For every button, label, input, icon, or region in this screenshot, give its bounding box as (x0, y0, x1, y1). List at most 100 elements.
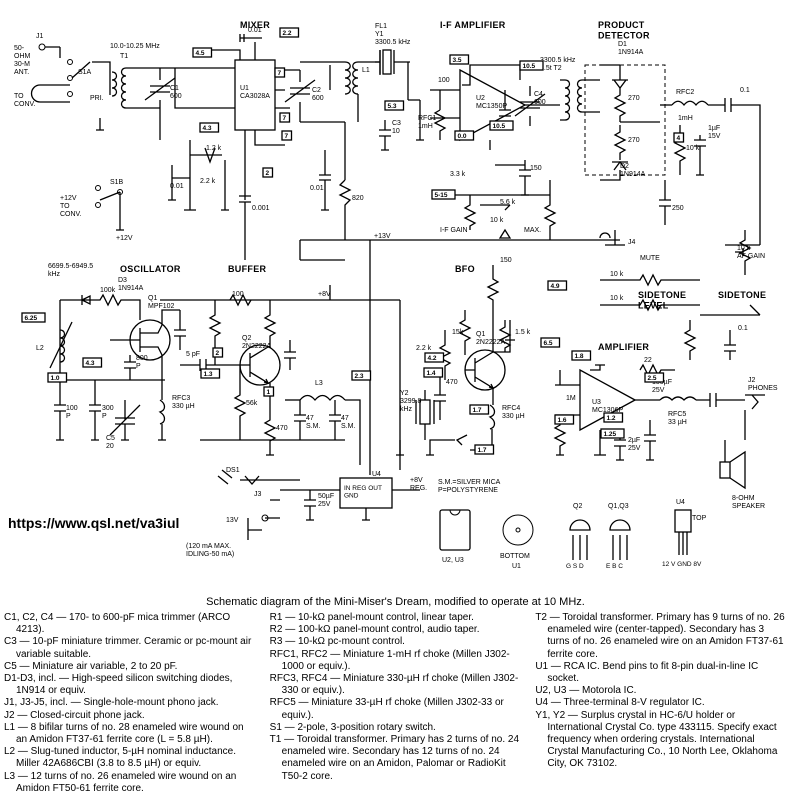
s1b-label: S1B (110, 179, 124, 186)
value-5p: 5 pF (186, 351, 200, 358)
value-10k-sidetone-b: 10 k (610, 295, 624, 302)
parts-list-item: L2 — Slug-tuned inductor, 5-µH nominal i… (4, 746, 237, 770)
svg-text:10.5: 10.5 (523, 63, 536, 70)
sidetone-label: SIDETONE (718, 290, 766, 300)
parts-list-item: D1-D3, incl. — High-speed silicon switch… (4, 673, 233, 697)
test-point: 6.5 (540, 337, 561, 348)
svg-text:2.5: 2.5 (648, 375, 657, 382)
plus12-label: +12V (116, 235, 133, 242)
svg-text:7: 7 (285, 133, 289, 140)
parts-list-item: L1 — 8 bifilar turns of no. 28 enameled … (4, 721, 244, 746)
test-point: 1.8 (571, 350, 592, 361)
value-0-1-audio: 0.1 (740, 87, 750, 94)
test-point: 2 (212, 347, 224, 358)
u2u3-pkg-label: U2, U3 (442, 557, 464, 564)
value-5-6k: 5.6 k (500, 199, 516, 206)
test-point: 4.3 (82, 357, 103, 368)
test-point: 3.5 (449, 54, 470, 65)
svg-text:5-15: 5-15 (435, 192, 448, 199)
test-point-labels: 4.52.27774.325.310.510.53.50.05-156.251.… (21, 27, 685, 455)
svg-text:3.5: 3.5 (453, 57, 462, 64)
test-point: 6.25 (21, 312, 46, 323)
amplifier-label: AMPLIFIER (598, 342, 649, 352)
parts-list-item: R1 — 10-kΩ panel-mount control, linear t… (269, 612, 474, 623)
value-270-top: 270 (628, 95, 640, 102)
value-3-3k: 3.3 k (450, 171, 466, 178)
svg-text:1.25: 1.25 (604, 431, 617, 438)
value-250: 250 (672, 205, 684, 212)
reg-pins-label: 12 V GND 8V (662, 561, 702, 568)
test-point: 5-15 (431, 189, 456, 200)
test-point: 4.9 (547, 280, 568, 291)
parts-list-item: J1, J3-J5, incl. — Single-hole-mount pho… (4, 697, 219, 709)
source-url[interactable]: https://www.qsl.net/va3iul (8, 515, 179, 531)
svg-text:4.2: 4.2 (428, 355, 437, 362)
parts-list-item: C1, C2, C4 — 170- to 600-pF mica trimmer… (4, 612, 231, 636)
top-label: TOP (692, 515, 707, 522)
svg-text:7: 7 (283, 115, 287, 122)
value-1mh: 1mH (678, 115, 693, 122)
value-0-001: 0.001 (252, 205, 270, 212)
test-point: 1.4 (423, 367, 444, 378)
oscillator-label: OSCILLATOR (120, 264, 181, 274)
value-2-2k: 2.2 k (200, 178, 216, 185)
u1-pkg-label: U1 (512, 563, 521, 570)
value-1-2k: 1.2 k (206, 145, 222, 152)
test-point: 1.3 (200, 368, 221, 379)
rfc2-label: RFC2 (676, 89, 694, 96)
value-470-buffer: 470 (276, 425, 288, 432)
svg-text:6.5: 6.5 (544, 340, 553, 347)
value-10k-ifgain: 10 k (490, 217, 504, 224)
test-point: 1 (263, 386, 275, 397)
value-0-01-mixer: 0.01 (248, 27, 262, 34)
parts-list-item: RFC3, RFC4 — Miniature 330-µH rf choke (… (269, 673, 519, 697)
test-point: 2.3 (351, 370, 372, 381)
svg-text:4: 4 (677, 135, 681, 142)
parts-list: C1, C2, C4 — 170- to 600-pF mica trimmer… (4, 612, 787, 800)
test-point: 4.3 (199, 122, 220, 133)
svg-text:1: 1 (267, 389, 271, 396)
svg-text:2.2: 2.2 (283, 30, 292, 37)
test-point: 2 (262, 167, 274, 178)
svg-text:1.7: 1.7 (473, 407, 482, 414)
svg-text:1.4: 1.4 (427, 370, 436, 377)
pri-label: PRI. (90, 95, 104, 102)
svg-text:4.3: 4.3 (86, 360, 95, 367)
j1-label: J1 (36, 33, 44, 40)
test-point: 4 (673, 132, 685, 143)
j3-label: J3 (254, 491, 262, 498)
mute-label: MUTE (640, 255, 660, 262)
parts-list-item: T2 — Toroidal transformer. Primary has 9… (535, 612, 785, 660)
test-point: 5.3 (384, 100, 405, 111)
svg-text:1.6: 1.6 (558, 417, 567, 424)
value-0-01-center: 0.01 (310, 185, 324, 192)
parts-list-item: Y1, Y2 — Surplus crystal in HC-6/U holde… (535, 709, 778, 770)
value-100-buffer: 100 (232, 291, 244, 298)
u4-label: U4 (372, 471, 381, 478)
parts-list-item: J2 — Closed-circuit phone jack. (4, 709, 145, 721)
value-10k-det: 10 k (686, 145, 700, 152)
value-0-1-sidetone: 0.1 (738, 325, 748, 332)
value-470-bfo: 470 (446, 379, 458, 386)
test-point: 1.25 (600, 428, 625, 439)
value-10k-sidetone-a: 10 k (610, 271, 624, 278)
value-820: 820 (352, 195, 364, 202)
svg-text:1.0: 1.0 (51, 375, 60, 382)
value-1-5k: 1.5 k (515, 329, 531, 336)
svg-text:4.3: 4.3 (203, 125, 212, 132)
